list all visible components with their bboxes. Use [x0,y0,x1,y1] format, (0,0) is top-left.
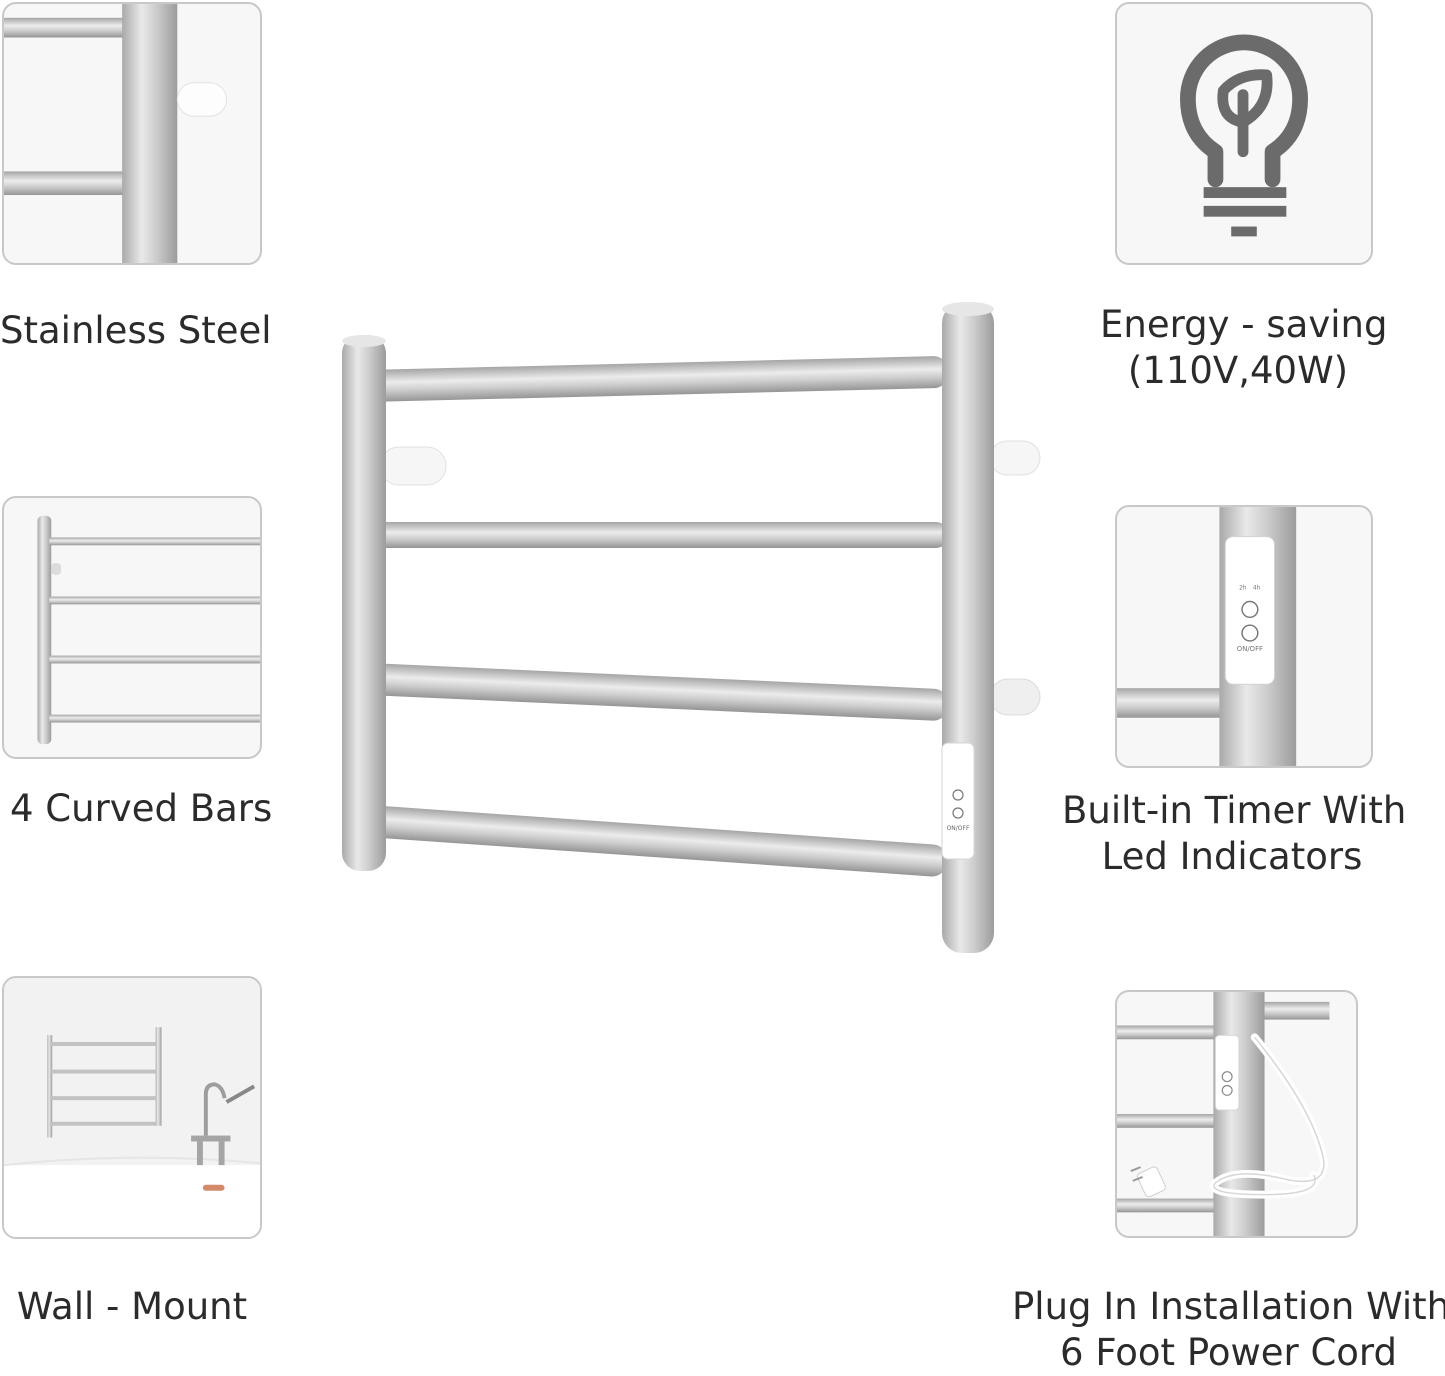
timer-caption: Built-in Timer With Led Indicators [1062,789,1407,878]
controller-onoff-label: ON/OFF [947,825,970,832]
onoff-label: ON/OFF [1237,645,1263,653]
right-upper-bracket [989,440,1041,476]
wall-mount-tile [2,976,262,1239]
towel-bar-4 [367,805,947,877]
timer-select-icon [1241,600,1259,619]
right-lower-bracket [989,678,1041,716]
timer-closeup: 2h 4h ON/OFF [1117,507,1297,766]
timer-button-icon [952,789,964,801]
timer-2h-label: 2h [1239,586,1247,592]
timer-4h-label: 4h [1253,586,1261,592]
towel-bar-1 [367,356,948,402]
towel-warmer-product: ON/OFF [342,302,1041,953]
power-button-icon [952,807,964,819]
energy-saving-caption: Energy - saving (110V,40W) [1100,303,1388,392]
wall-mount-scene [4,978,260,1237]
left-post [342,335,386,871]
bulb-leaf-icon [1180,34,1308,237]
power-icon [1241,624,1259,642]
energy-saving-tile [1115,2,1373,265]
towel-bar-2 [368,522,948,548]
curved-bars-tile [2,496,262,759]
power-cord-caption: Plug In Installation With 6 Foot Power C… [1012,1285,1445,1374]
curved-bars-diagram [37,515,260,745]
stainless-steel-closeup [4,4,228,263]
left-wall-bracket [379,446,447,486]
plug-icon [1137,1166,1166,1198]
stainless-steel-tile [2,2,262,265]
curved-bars-caption: 4 Curved Bars [10,787,273,830]
wall-mount-caption: Wall - Mount [16,1285,248,1328]
towel-bar-3 [367,663,948,721]
power-cord-closeup [1117,992,1330,1236]
stainless-steel-caption: Stainless Steel [0,309,272,352]
timer-controller [941,742,975,860]
timer-tile: 2h 4h ON/OFF [1115,505,1373,768]
power-cord-tile [1115,990,1358,1238]
